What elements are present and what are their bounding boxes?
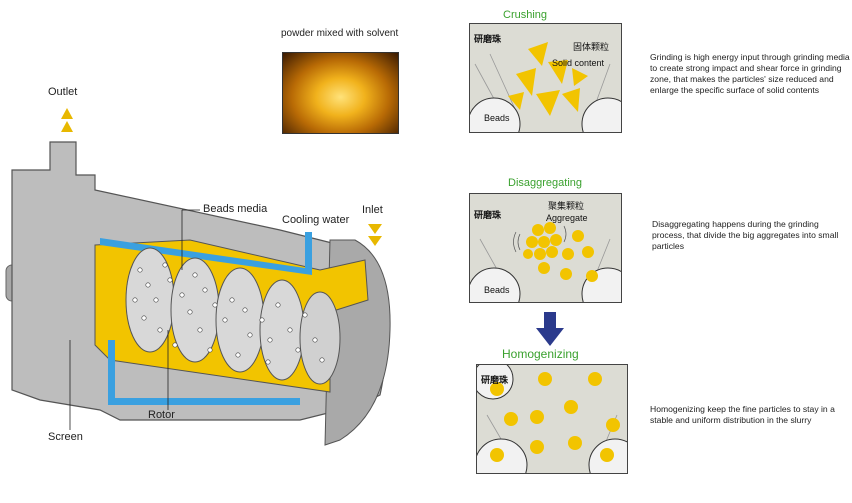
disaggregating-agg-en: Aggregate [546, 213, 588, 223]
beads-media-label: Beads media [203, 203, 268, 215]
cooling-water-label: Cooling water [282, 214, 350, 226]
disaggregating-beads-label: Beads [484, 285, 510, 295]
inlet-arrow-2 [368, 236, 382, 246]
stage-title-homogenizing: Homogenizing [502, 347, 579, 361]
disaggregating-agg-cn: 聚集颗粒 [548, 201, 585, 211]
bead-top-left [477, 365, 514, 400]
stage-title-disaggregating: Disaggregating [508, 177, 582, 189]
outlet-label: Outlet [48, 86, 78, 98]
stage-title-crushing: Crushing [503, 9, 548, 21]
bead-left [470, 97, 521, 132]
aggregate-particles [523, 222, 598, 282]
photo-caption: powder mixed with solvent [281, 28, 399, 39]
disaggregating-cn-label: 研磨珠 [474, 210, 502, 220]
crushing-panel: 研磨珠 固体颗粒 Solid content Beads [469, 23, 622, 133]
solid-fragments [508, 42, 588, 116]
inlet-label: Inlet [362, 204, 383, 216]
bead-mill-diagram [5, 108, 391, 446]
crushing-cn-label: 研磨珠 [474, 34, 502, 44]
homogenizing-panel: 研磨珠 [476, 364, 628, 474]
cooling-water-channel [100, 232, 312, 275]
homogenizing-description: Homogenizing keep the fine particles to … [650, 404, 835, 425]
slurry-photo [282, 52, 399, 134]
beads-media [132, 262, 325, 365]
screen-label: Screen [48, 431, 83, 443]
bead-left [470, 267, 521, 302]
crushing-solid-en: Solid content [552, 58, 605, 68]
uniform-particles [490, 372, 620, 462]
inlet-arrow-1 [368, 224, 382, 234]
crushing-beads-label: Beads [484, 113, 510, 123]
crushing-description: Grinding is high energy input through gr… [650, 52, 850, 95]
crushing-solid-cn: 固体颗粒 [573, 42, 610, 52]
disaggregating-panel: 研磨珠 聚集颗粒 Aggregate Beads [469, 193, 622, 303]
disaggregating-description: Disaggregating happens during the grindi… [652, 219, 839, 251]
bead-right [581, 97, 621, 132]
rotor-label: Rotor [148, 409, 175, 421]
outlet-arrow-1 [61, 108, 73, 119]
process-down-arrow [536, 312, 564, 346]
homogenizing-cn-label: 研磨珠 [481, 375, 509, 385]
rotor-discs [125, 247, 341, 385]
outlet-arrow-2 [61, 121, 73, 132]
